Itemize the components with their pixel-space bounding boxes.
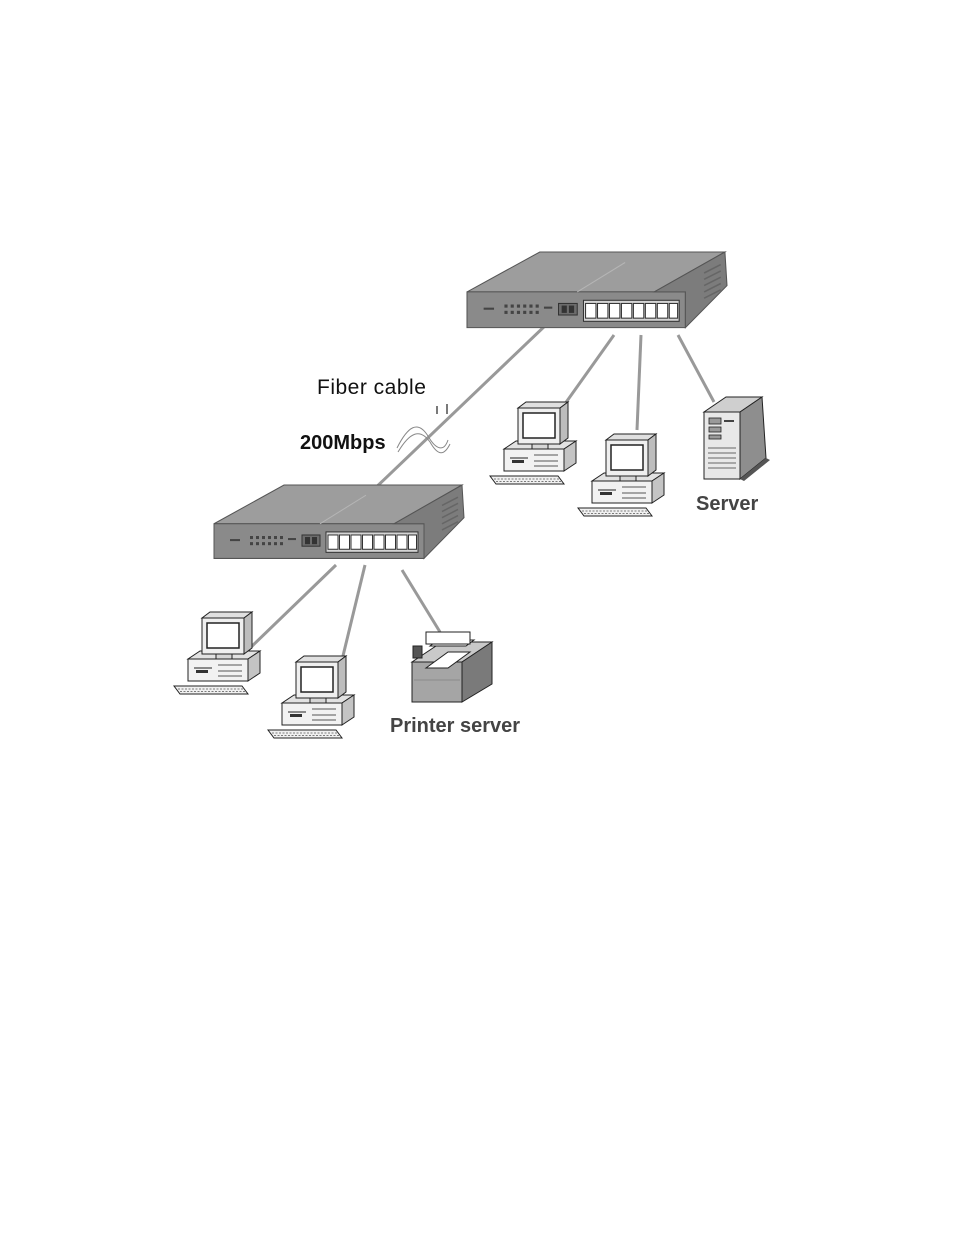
server-icon — [704, 397, 770, 481]
computer-icon — [268, 656, 354, 738]
printer-icon — [412, 632, 492, 702]
fiber-wave-icon — [397, 404, 450, 453]
speed-label: 200Mbps — [300, 432, 386, 455]
computer-icon — [578, 434, 664, 516]
cable-switch2-printer — [402, 570, 440, 632]
server-label: Server — [696, 493, 758, 516]
cable-switch1-server — [678, 335, 714, 402]
fiber-cable-label: Fiber cable — [317, 376, 426, 400]
computer-icon — [490, 402, 576, 484]
cable-switch1-pc2 — [637, 335, 641, 430]
cable-switch2-pc4 — [342, 565, 365, 660]
switch-icon — [467, 252, 727, 328]
computer-icon — [174, 612, 260, 694]
cable-switch1-pc1 — [562, 335, 614, 408]
cable-switch2-pc3 — [248, 565, 336, 650]
printer-server-label: Printer server — [390, 715, 520, 738]
switch-icon — [214, 485, 464, 558]
